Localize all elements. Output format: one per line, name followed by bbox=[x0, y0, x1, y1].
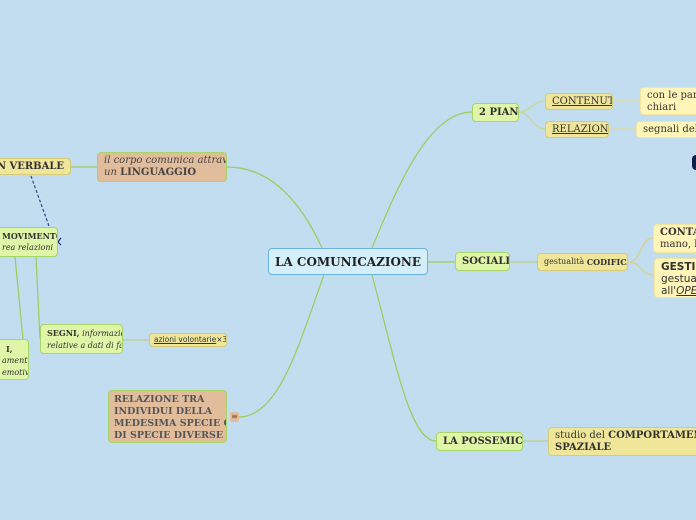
link-gesti bbox=[627, 261, 655, 276]
text-bold: SPAZIALE bbox=[555, 442, 612, 453]
node-relazione-detail[interactable]: segnali del co bbox=[636, 121, 696, 138]
text-bold: LINGUAGGIO bbox=[120, 167, 197, 178]
central-topic[interactable]: LA COMUNICAZIONE bbox=[268, 248, 428, 275]
node-2-piani[interactable]: 2 PIANI bbox=[472, 103, 519, 122]
link-linguaggio bbox=[226, 166, 323, 249]
node-relazione-tra-individui[interactable]: RELAZIONE TRA INDIVIDUI DELLA MEDESIMA S… bbox=[108, 390, 227, 443]
text-line: RELAZIONE TRA bbox=[114, 394, 205, 405]
node-sociale[interactable]: SOCIALE bbox=[455, 252, 510, 271]
text-bold: SEGNI, bbox=[47, 328, 80, 338]
text-italic: il corpo comunica attraverso bbox=[104, 155, 226, 166]
link-relazione-tra bbox=[238, 274, 325, 418]
node-segni[interactable]: SEGNI, informazioni relative a dati di f… bbox=[40, 324, 123, 354]
node-partial[interactable]: I, amenti emotivi bbox=[0, 339, 29, 380]
text-line: chiari bbox=[647, 102, 677, 113]
node-gestualita-codificata[interactable]: gestualità CODIFICATA bbox=[537, 253, 628, 271]
text-bold: CODIFICATA bbox=[586, 257, 627, 267]
node-non-verbale[interactable]: ON VERBALE bbox=[0, 158, 71, 175]
count-badge: ×3 bbox=[216, 335, 227, 344]
text-prefix: studio del bbox=[555, 430, 605, 441]
text-line: SEGNI, informazioni bbox=[47, 327, 122, 340]
text-line: studio del COMPORTAMENTO bbox=[555, 430, 696, 442]
text-line: INDIVIDUI DELLA bbox=[114, 406, 213, 417]
node-linguaggio[interactable]: il corpo comunica attraverso un LINGUAGG… bbox=[97, 152, 227, 182]
text-bold: I, bbox=[6, 344, 13, 354]
text-prefix: gestualità bbox=[544, 257, 585, 266]
text-line: DI SPECIE DIVERSE bbox=[114, 430, 224, 441]
text-bold: GESTI- bbox=[661, 261, 696, 273]
node-contenuto[interactable]: CONTENUTO bbox=[545, 93, 613, 110]
text-em: OPER bbox=[676, 285, 696, 297]
link-mov-partial bbox=[14, 256, 24, 340]
text-italic: rea relazioni bbox=[2, 243, 54, 252]
text-prefix: all' bbox=[661, 285, 677, 297]
link-possemica bbox=[371, 274, 437, 442]
node-possemica[interactable]: LA POSSEMICA bbox=[436, 432, 523, 451]
text-italic: relative a dati di fatto bbox=[47, 341, 122, 350]
node-relazione[interactable]: RELAZIONE bbox=[545, 121, 609, 138]
node-movimento[interactable]: MOVIMENTO, rea relazioni bbox=[0, 227, 58, 257]
arrowhead-icon bbox=[57, 237, 62, 246]
text-bold: CONTAT bbox=[660, 227, 696, 238]
text-line: MEDESIMA SPECIE O bbox=[114, 418, 227, 429]
node-gesti[interactable]: GESTI- gestuali all'OPER bbox=[654, 258, 696, 298]
notes-icon[interactable]: ≡ bbox=[230, 412, 239, 422]
link-2-piani bbox=[371, 111, 473, 249]
link-mov-segni bbox=[35, 256, 41, 340]
text-italic: un bbox=[104, 167, 117, 178]
link-contatti bbox=[627, 237, 654, 263]
node-contatti[interactable]: CONTAT mano, ba bbox=[653, 224, 696, 253]
text-line: gestuali bbox=[661, 273, 696, 285]
link-contenuto bbox=[518, 100, 546, 113]
link-relazione bbox=[518, 111, 546, 130]
text-italic: amenti bbox=[2, 356, 29, 365]
text-italic: informazioni bbox=[82, 329, 122, 338]
text-bold: MOVIMENTO, bbox=[2, 231, 57, 241]
node-possemica-detail[interactable]: studio del COMPORTAMENTO SPAZIALE bbox=[548, 427, 696, 456]
text-line: mano, ba bbox=[660, 239, 696, 250]
node-contenuto-detail[interactable]: con le parole chiari bbox=[640, 87, 696, 115]
node-azioni-volontarie[interactable]: azioni volontarie ×3 bbox=[149, 333, 227, 347]
text-line: con le parole bbox=[647, 90, 696, 101]
text-italic: emotivi bbox=[2, 368, 29, 377]
text-bold: COMPORTAMENTO bbox=[608, 430, 696, 441]
text-label: azioni volontarie bbox=[154, 335, 217, 344]
text-line: un LINGUAGGIO bbox=[104, 167, 220, 179]
text-line: all'OPER bbox=[661, 285, 696, 297]
collapsed-node[interactable] bbox=[692, 155, 696, 170]
